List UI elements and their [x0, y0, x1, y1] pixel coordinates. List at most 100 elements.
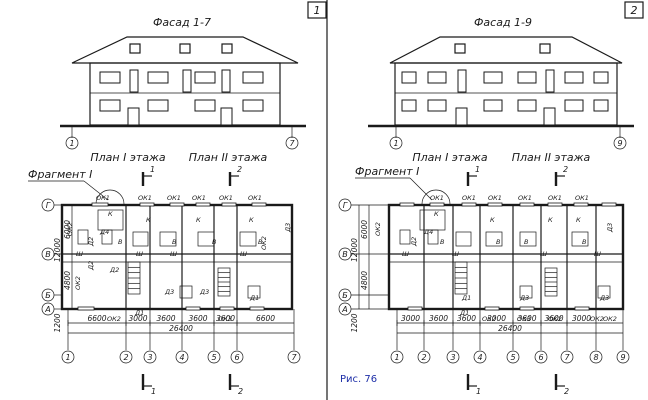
row-axis-label: Б [342, 291, 348, 300]
dimension-label: 3000 [401, 314, 420, 323]
axis-label: 7 [289, 139, 295, 148]
section-mark-bottom-1-left: 1 [141, 374, 156, 396]
dimension-label: 12000 [350, 238, 359, 262]
room-box [427, 229, 439, 245]
section-mark-top-1-left: 1 [141, 165, 155, 186]
dimension-label: 3600 [156, 314, 175, 323]
room-mark: В [440, 238, 445, 246]
room-box [159, 231, 177, 247]
svg-text:1: 1 [476, 387, 481, 396]
sheet-number-right: 2 [631, 4, 638, 17]
room-mark: К [146, 216, 151, 224]
svg-text:1: 1 [151, 387, 156, 396]
wall-opening [519, 306, 535, 311]
axis-label: 1 [393, 139, 398, 148]
svg-text:1: 1 [475, 165, 480, 174]
axis-label: 1 [69, 139, 74, 148]
axis-marker-left-facade-start [65, 136, 79, 150]
column-axis-label: 7 [291, 353, 297, 362]
fragment-callout-left [95, 189, 125, 205]
room-mark: Ш [540, 250, 547, 258]
dimension-label: 26400 [498, 324, 522, 333]
room-mark: Д3 [199, 288, 209, 296]
room-mark: Ш [402, 250, 409, 258]
room-mark: ОК3 [218, 315, 232, 323]
column-axis-label: 1 [65, 353, 70, 362]
room-mark: Ш [136, 250, 143, 258]
room-mark: ОК1 [462, 194, 476, 202]
fragment-callout-right [421, 189, 451, 205]
column-axis-marker [143, 350, 157, 364]
room-box [597, 285, 611, 299]
axis-marker-right-facade-end [613, 136, 627, 150]
wall-opening [195, 202, 211, 207]
row-axis-label: Г [343, 201, 348, 210]
room-mark: В [212, 238, 217, 246]
dimension-label: 3600 [429, 314, 448, 323]
room-mark: Д2 [410, 237, 418, 247]
room-mark: К [434, 210, 439, 218]
room-mark: Д3 [599, 294, 609, 302]
dimension-label: 6600 [87, 314, 106, 323]
room-mark: ОК2 [66, 222, 74, 236]
fragment-label-left: Фрагмент I [28, 168, 92, 181]
dimension-label: 3600 [216, 314, 235, 323]
dimension-label: 3600 [544, 314, 563, 323]
row-axis-marker [41, 302, 55, 316]
room-mark: Д2 [87, 261, 95, 271]
wall-opening [91, 202, 109, 207]
column-axis-label: 4 [477, 353, 482, 362]
svg-text:2: 2 [564, 387, 569, 396]
dimension-label: 4800 [360, 271, 369, 290]
column-axis-marker [175, 350, 189, 364]
dimension-label: 12000 [53, 238, 62, 262]
column-axis-label: 1 [394, 353, 399, 362]
room-mark: Д1 [461, 294, 471, 302]
plan-title-first-floor-right: План I этажа [412, 151, 488, 164]
plan-title-second-floor-right: План II этажа [512, 151, 591, 164]
room-mark: К [196, 216, 201, 224]
room-mark: К [548, 216, 553, 224]
room-mark: В [172, 238, 177, 246]
dimension-label: 1200 [53, 313, 62, 332]
svg-text:2: 2 [238, 387, 243, 396]
dimension-label: 1200 [350, 313, 359, 332]
room-mark: В [582, 238, 587, 246]
section-mark-top-2-right: 2 [554, 165, 568, 186]
column-axis-label: 3 [450, 353, 455, 362]
column-axis-label: 6 [538, 353, 543, 362]
sheet-number-box-left [307, 1, 327, 19]
svg-text:1: 1 [150, 165, 155, 174]
room-mark: Ш [452, 250, 459, 258]
svg-text:2: 2 [237, 165, 242, 174]
wall-opening [251, 202, 267, 207]
room-mark: ОК2 [260, 236, 268, 250]
fragment-label-right: Фрагмент I [355, 165, 419, 178]
room-mark: ОК1 [548, 194, 562, 202]
row-axis-marker [338, 198, 352, 212]
room-mark: Д2 [87, 237, 95, 247]
section-mark-top-2-left: 2 [228, 165, 242, 186]
dimension-label: 4800 [63, 271, 72, 290]
column-axis-label: 5 [510, 353, 515, 362]
wall-opening [169, 202, 185, 207]
column-axis-marker [473, 350, 487, 364]
room-mark: ОК1 [138, 194, 152, 202]
room-mark: Д1 [249, 294, 259, 302]
room-mark: В [118, 238, 123, 246]
room-box [239, 231, 257, 247]
room-box [399, 229, 411, 245]
room-box [485, 231, 503, 247]
room-box [455, 231, 472, 247]
row-axis-label: Б [45, 291, 51, 300]
room-box [101, 229, 113, 245]
room-box [132, 231, 149, 247]
room-mark: Д1 [134, 309, 144, 317]
section-mark-bottom-2-right: 2 [554, 374, 569, 396]
column-axis-marker [506, 350, 520, 364]
room-mark: Д3 [164, 288, 174, 296]
sheet-number-left: 1 [314, 4, 321, 17]
section-mark-bottom-1-right: 1 [466, 374, 481, 396]
dimension-label: 6000 [360, 220, 369, 239]
